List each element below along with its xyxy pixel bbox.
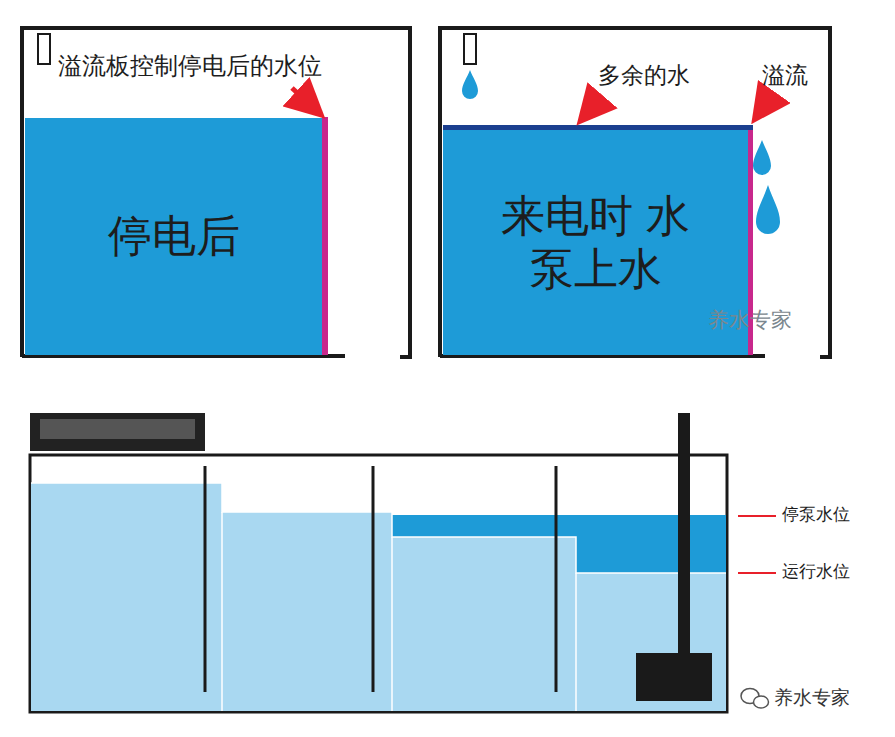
water-drop xyxy=(753,140,771,175)
pointer-arrow xyxy=(757,92,774,116)
tank-outline xyxy=(22,28,410,357)
drip-tube xyxy=(464,34,476,64)
chamber-water xyxy=(222,512,392,711)
chamber-water xyxy=(576,573,726,711)
level-marker xyxy=(738,572,776,574)
water-block: 来电时 水泵上水 xyxy=(443,130,748,355)
annotation-label: 运行水位 xyxy=(782,561,850,581)
annotation-label: 溢流 xyxy=(762,62,808,90)
drip-tube xyxy=(38,34,50,64)
overflow-plate xyxy=(322,117,328,355)
lid xyxy=(40,419,195,439)
water-surface xyxy=(31,483,726,711)
sump-outline xyxy=(30,455,727,712)
water-drop xyxy=(462,70,478,99)
pointer-arrow xyxy=(583,96,602,118)
annotation-label: 溢流板控制停电后的水位 xyxy=(58,52,322,81)
pump-pipe xyxy=(678,413,690,655)
annotation-label: 养水专家 xyxy=(774,686,850,709)
wechat-icon xyxy=(741,689,769,709)
lid xyxy=(30,413,205,451)
chamber-water xyxy=(31,483,222,711)
tank-outline xyxy=(440,28,830,357)
annotation-label: 停泵水位 xyxy=(782,504,850,524)
water-label: 来电时 水泵上水 xyxy=(491,190,701,296)
water-block: 停电后 xyxy=(25,118,322,355)
stop-level-water xyxy=(392,515,726,537)
level-marker xyxy=(738,515,776,517)
annotation-label: 养水专家 xyxy=(708,308,792,333)
pointer-arrow xyxy=(292,88,318,112)
baffle xyxy=(205,466,556,692)
chamber-water xyxy=(392,537,576,711)
annotation-label: 多余的水 xyxy=(598,62,690,90)
stop-level-water xyxy=(576,537,726,573)
pump xyxy=(636,653,712,701)
water-drop xyxy=(756,185,780,234)
water-label: 停电后 xyxy=(74,210,274,263)
